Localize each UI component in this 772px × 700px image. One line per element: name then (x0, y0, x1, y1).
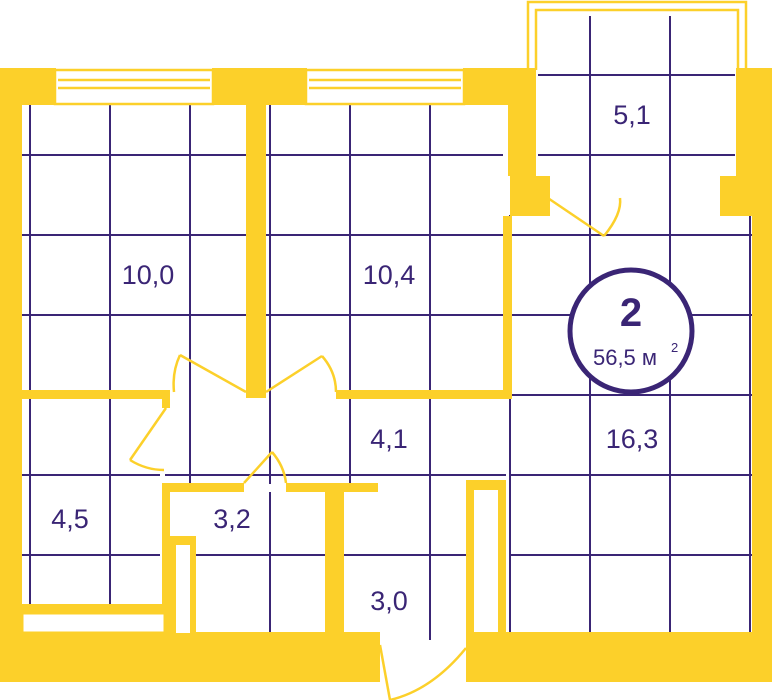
area-bedroom-middle: 10,4 (363, 260, 416, 290)
duct-cutout (474, 490, 498, 632)
grid-bedroom-left (22, 105, 246, 395)
wardrobe-shelf (22, 613, 165, 633)
rooms-count: 2 (620, 291, 642, 335)
apartment-badge: 2 56,5 м 2 (567, 267, 695, 395)
grid-wardrobe (22, 395, 160, 605)
area-bathroom: 3,2 (213, 504, 251, 534)
grid-bathroom (196, 492, 325, 640)
floor-grids (22, 16, 752, 640)
door-swings (128, 188, 622, 700)
grid-bedroom-middle (266, 105, 503, 395)
area-unit-superscript: 2 (671, 340, 678, 355)
area-hallway: 4,1 (370, 424, 408, 454)
area-wardrobe: 4,5 (51, 504, 89, 534)
shaft-cutout (176, 545, 190, 633)
area-living-kitchen: 16,3 (606, 424, 659, 454)
windows (53, 0, 748, 106)
badge-circle (567, 267, 695, 395)
total-area: 56,5 м (593, 345, 657, 370)
area-balcony: 5,1 (613, 100, 651, 130)
grid-hallway (165, 395, 506, 640)
grid-balcony (538, 16, 735, 215)
area-toilet: 3,0 (370, 586, 408, 616)
area-bedroom-left: 10,0 (122, 260, 175, 290)
